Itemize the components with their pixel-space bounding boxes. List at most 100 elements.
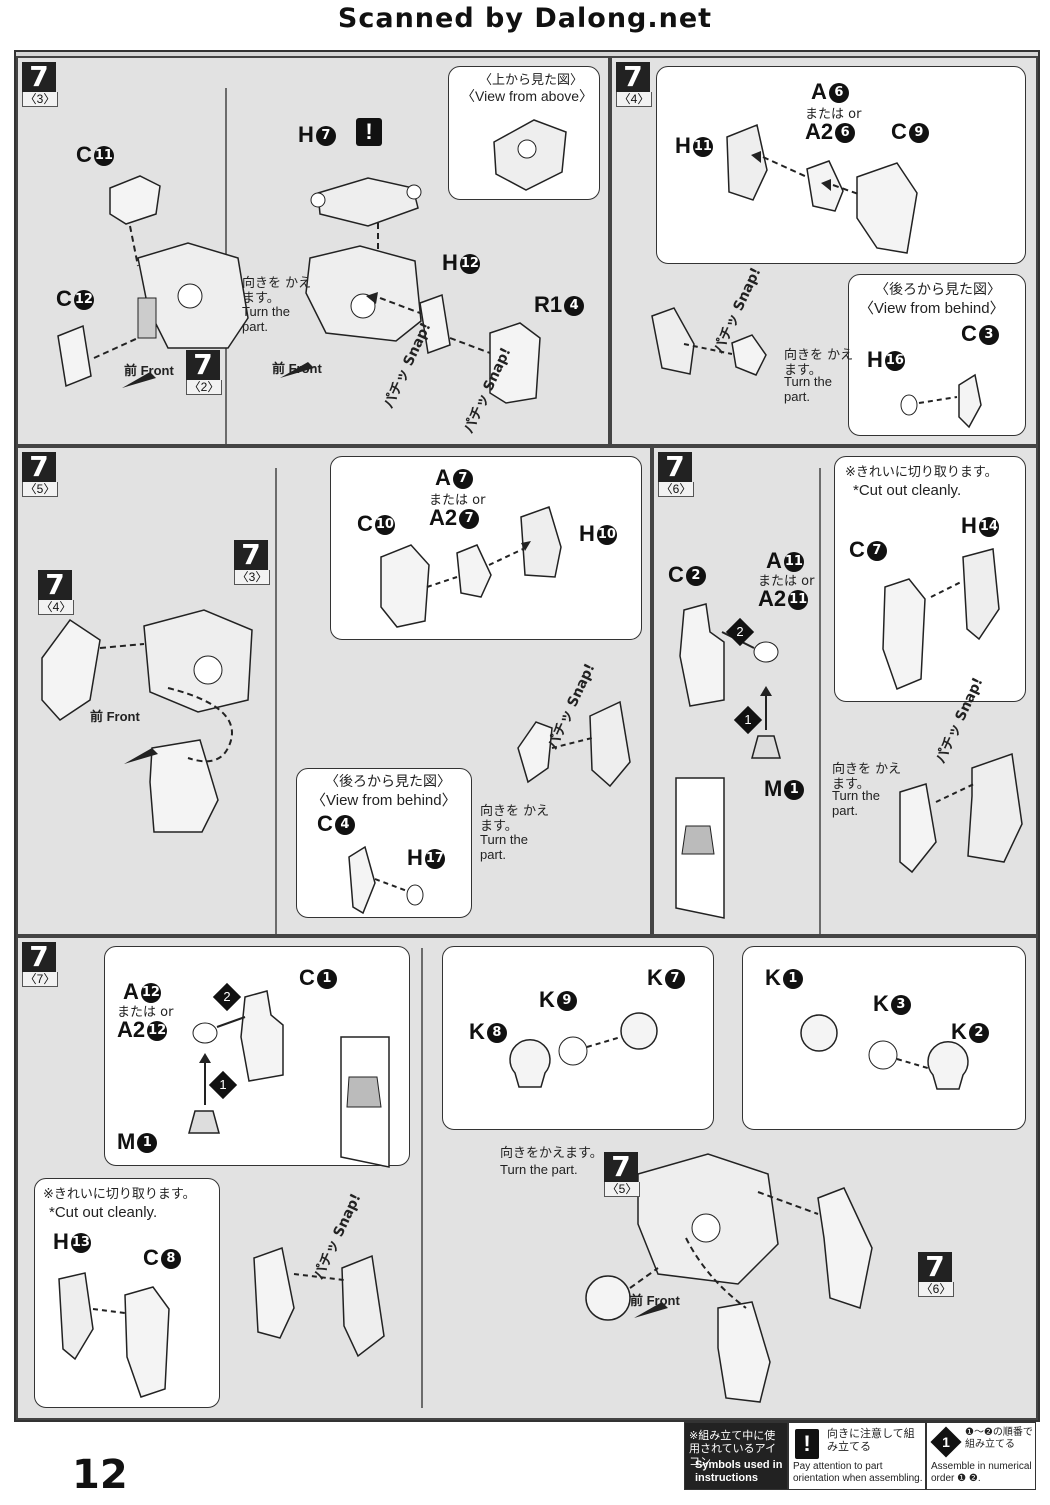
- turn-note-en: Turn the part.: [500, 1162, 578, 1177]
- part-c2-shape: [679, 603, 725, 707]
- part-k9-shape: [558, 1036, 588, 1066]
- turn-note-jp: 向きを かえます。: [832, 762, 902, 792]
- part-m1-shape: [751, 735, 781, 759]
- step-badge: 7〈6〉: [658, 452, 694, 497]
- cut-note-en: *Cut out cleanly.: [853, 482, 962, 499]
- step-badge: 7〈7〉: [22, 942, 58, 987]
- view-behind-en: 〈View from behind〉: [859, 300, 1005, 317]
- view-behind-jp: 〈後ろから見た図〉: [875, 282, 1001, 298]
- turn-note-en: Turn the part.: [242, 304, 290, 334]
- turn-note-jp: 向きを かえます。: [242, 276, 312, 306]
- upper-body-shape: [305, 245, 422, 342]
- part-h7-shape: [317, 177, 419, 227]
- part-c11-shape: [109, 175, 161, 225]
- turn-note-en: Turn the part.: [480, 832, 528, 862]
- legend-numeric-box: 1 ❶～❷の順番で組み立てる Assemble in numerical ord…: [926, 1422, 1036, 1490]
- legend-title-en: Symbols used in instructions: [695, 1459, 783, 1484]
- step-ref-7-4: 7〈4〉: [38, 570, 74, 615]
- view-behind-en: 〈View from behind〉: [311, 792, 457, 809]
- legend-orient-en: Pay attention to part orientation when a…: [793, 1461, 923, 1484]
- part-a11-shape: [753, 641, 779, 663]
- part-h11-shape: [726, 123, 768, 201]
- part-c3-shape: [958, 373, 982, 429]
- part-c4-shape: [348, 845, 376, 915]
- cut-note-jp: ※きれいに切り取ります。: [845, 465, 998, 480]
- legend-numeric-jp: ❶～❷の順番で組み立てる: [965, 1427, 1033, 1450]
- part-h12-shape: [419, 293, 451, 355]
- hip-joint-shape: [585, 1275, 631, 1321]
- turn-note-jp: 向きを かえます。: [480, 804, 550, 834]
- part-c10-shape: [380, 544, 430, 628]
- scan-credit: Scanned by Dalong.net: [337, 3, 713, 34]
- step-ref-7-6: 7〈6〉: [918, 1252, 954, 1297]
- step-number: 7: [22, 62, 56, 92]
- part-h13-shape: [58, 1272, 94, 1361]
- turn-note-jp: 向きを かえます。: [784, 348, 854, 378]
- legend-title-jp: ※組み立て中に使用されているアイコン: [689, 1429, 777, 1468]
- part-k1-shape: [800, 1014, 838, 1052]
- step-badge: 7〈4〉: [616, 62, 652, 107]
- front-indicator: 前 Front: [90, 709, 140, 724]
- shoulder-assembled-shape: [651, 307, 695, 375]
- part-c9-shape: [856, 162, 918, 254]
- part-r1-4-shape: [489, 322, 541, 404]
- shoulder-left-shape: [41, 618, 101, 721]
- numeric-order-icon: 1: [930, 1426, 962, 1458]
- step-ref-7-3: 7〈3〉: [234, 540, 270, 585]
- cut-note-en: *Cut out cleanly.: [49, 1204, 158, 1221]
- cut-note-jp: ※きれいに切り取ります。: [43, 1187, 196, 1202]
- view-above-jp: 〈上から見た図〉: [479, 73, 584, 88]
- part-a12-shape: [192, 1022, 218, 1044]
- part-k8-shape: [509, 1039, 551, 1088]
- legend-title-box: ※組み立て中に使用されているアイコン Symbols used in instr…: [684, 1422, 788, 1490]
- step-ref-7-5: 7〈5〉: [604, 1152, 640, 1197]
- shoulder-right-shape: [149, 739, 219, 833]
- view-from-above-bubble: 〈上から見た図〉 〈View from above〉: [448, 66, 600, 200]
- caution-icon: !: [356, 118, 382, 146]
- step-badge: 7〈5〉: [22, 452, 58, 497]
- view-above-en: 〈View from above〉: [461, 88, 594, 104]
- legend-orient-jp: 向きに注意して組み立てる: [827, 1427, 915, 1453]
- step-7-3-drawing: [57, 88, 541, 444]
- part-h10-shape: [520, 506, 562, 578]
- step-subnumber: 〈3〉: [22, 92, 58, 107]
- part-h17-shape: [406, 884, 424, 906]
